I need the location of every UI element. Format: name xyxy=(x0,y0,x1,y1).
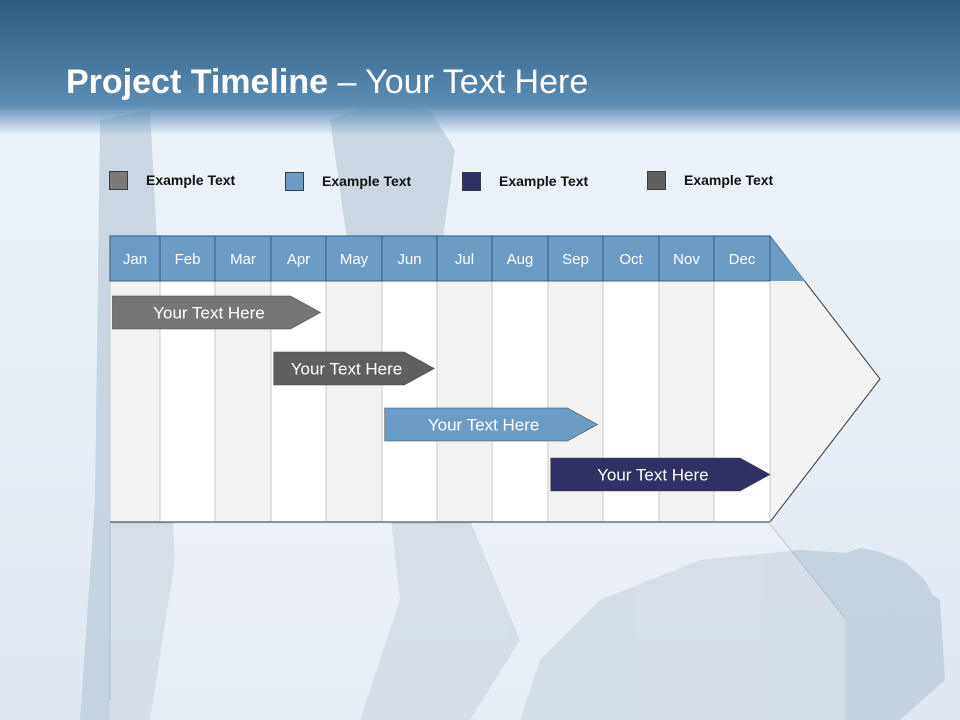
legend-label-2: Example Text xyxy=(322,173,412,189)
month-header-cell xyxy=(436,235,493,282)
legend-label-4: Example Text xyxy=(684,172,774,188)
month-column xyxy=(436,280,493,523)
task-arrow xyxy=(112,295,322,330)
month-header-cell xyxy=(547,235,604,282)
month-column xyxy=(381,280,438,523)
month-header-cell xyxy=(381,235,438,282)
arrow-header-tip xyxy=(770,236,805,281)
month-header-cell xyxy=(491,235,549,282)
legend-swatch-3 xyxy=(462,171,481,191)
legend-swatch-4 xyxy=(647,170,666,190)
month-label: Apr xyxy=(287,251,310,268)
month-column xyxy=(491,280,549,523)
reflection-shape xyxy=(110,524,845,720)
legend-item-2: Example Text xyxy=(285,170,411,192)
legend-label-1: Example Text xyxy=(146,172,236,188)
legend-label-3: Example Text xyxy=(499,173,589,189)
month-column xyxy=(325,280,383,523)
legend-swatch-1 xyxy=(109,170,128,190)
task-arrow xyxy=(550,457,771,492)
slide-title: Project Timeline – Your Text Here xyxy=(66,58,588,106)
month-header-cell xyxy=(214,235,272,282)
task-arrow xyxy=(384,407,599,442)
month-label: Jan xyxy=(123,251,147,268)
reflection-edge xyxy=(109,523,846,700)
month-label: Aug xyxy=(507,251,534,268)
month-label: Oct xyxy=(619,251,643,268)
timeline-reflection xyxy=(109,523,846,720)
task-arrow xyxy=(273,351,435,386)
legend-item-3: Example Text xyxy=(462,170,588,192)
month-label: Jul xyxy=(455,251,474,268)
month-header-cell xyxy=(159,235,216,282)
legend-swatch-2 xyxy=(285,171,304,191)
task-label: Your Text Here xyxy=(291,360,403,379)
month-label: Jun xyxy=(397,251,421,268)
legend-item-1: Example Text xyxy=(109,169,235,191)
title-rest: – Your Text Here xyxy=(328,63,589,101)
header-band xyxy=(0,0,960,135)
month-header-cell xyxy=(713,235,771,282)
task-label: Your Text Here xyxy=(597,466,709,485)
month-label: Sep xyxy=(562,251,589,268)
month-label: Feb xyxy=(175,251,201,268)
legend-item-4: Example Text xyxy=(647,169,773,191)
month-label: Mar xyxy=(230,251,256,268)
task-label: Your Text Here xyxy=(428,416,540,435)
task-label: Your Text Here xyxy=(153,304,265,323)
title-bold: Project Timeline xyxy=(66,63,329,101)
month-header-cell xyxy=(658,235,715,282)
month-header-cell xyxy=(325,235,383,282)
month-label: Dec xyxy=(729,251,756,268)
month-header-row: Jan Feb Mar Apr May Jun Jul Aug Sep Oct Nov Dec xyxy=(109,235,771,282)
month-label: Nov xyxy=(673,251,700,268)
month-header-cell xyxy=(270,235,327,282)
month-label: May xyxy=(340,251,369,268)
